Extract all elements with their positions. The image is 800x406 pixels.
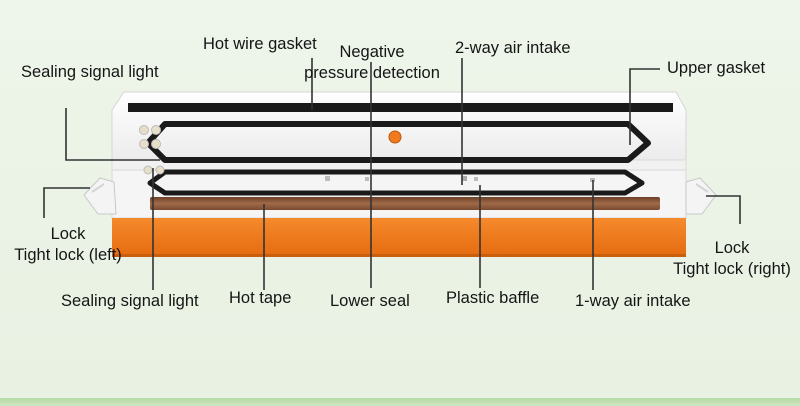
label-lock-right-line2: Tight lock (right) [673,260,791,278]
label-lock-right-line1: Lock [714,239,750,257]
label-negative-pressure: Negative pressure detection [296,42,448,84]
upper-lid [111,91,687,183]
label-lower-seal: Lower seal [330,292,410,310]
lower-seal-loop [147,169,645,196]
orange-base [112,218,686,256]
leader-lines [43,58,741,290]
signal-light-icon [143,165,153,175]
label-hot-tape: Hot tape [229,289,292,307]
hot-wire-gasket-strip [128,103,673,112]
lock-left [83,177,117,215]
signal-light-icon [151,139,161,149]
label-sealing-signal-light-top: Sealing signal light [21,63,159,81]
signal-light-icon [139,139,149,149]
signal-light-icon [155,165,165,175]
label-lock-left-line2: Tight lock (left) [14,246,122,264]
label-two-way-air-intake: 2-way air intake [455,39,571,57]
leader-lock-right [706,195,741,224]
label-plastic-baffle: Plastic baffle [446,289,540,307]
label-lock-left: Lock Tight lock (left) [4,224,132,266]
label-lock-right: Lock Tight lock (right) [664,238,800,280]
leader-upper-gasket [629,68,660,145]
signal-light-icon [139,125,149,135]
label-one-way-air-intake: 1-way air intake [575,292,691,310]
negative-pressure-sensor-icon [388,130,402,144]
leader-sealing-signal-top [65,108,160,161]
lock-right [685,177,717,215]
label-negative-pressure-line1: Negative [339,43,405,61]
lower-base [111,165,687,257]
label-hot-wire-gasket: Hot wire gasket [203,35,317,53]
label-lock-left-line1: Lock [50,225,86,243]
label-upper-gasket: Upper gasket [667,59,766,77]
label-negative-pressure-line2: pressure detection [304,64,440,82]
floor-strip [0,398,800,406]
leader-lock-left [43,187,90,218]
label-sealing-signal-light-bottom: Sealing signal light [61,292,199,310]
hot-tape-strip [150,197,660,210]
signal-light-icon [151,125,161,135]
